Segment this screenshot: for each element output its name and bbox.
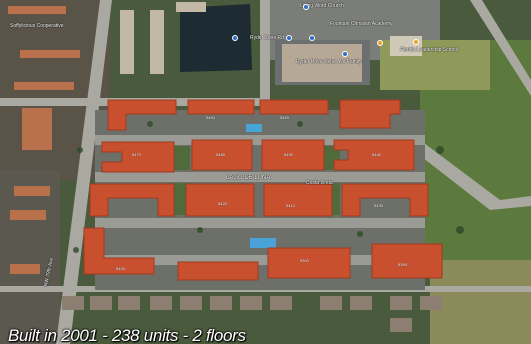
building-number: 5420 (218, 201, 227, 206)
building-number: 5400 (116, 266, 125, 271)
place-label: Living Word Church (300, 3, 344, 9)
building-number: 5450 (280, 115, 289, 120)
place-label: Ryder Zone Rd (250, 35, 284, 41)
building-number: 5390 (398, 262, 407, 267)
map-pin-icon[interactable] (377, 40, 383, 46)
place-label: Florida Leadership School (400, 47, 459, 53)
map-pin-icon[interactable] (342, 51, 348, 57)
place-label: Ryder Drive Oshe Ave Family (296, 59, 362, 65)
map-pin-icon[interactable] (303, 4, 309, 10)
building-number: 5430 (374, 203, 383, 208)
building-number: 5490 (284, 152, 293, 157)
place-label: Soffylicious Cooperative (10, 23, 64, 29)
map-pin-icon[interactable] (286, 35, 292, 41)
map-pin-icon[interactable] (413, 39, 419, 45)
building-number: 5410 (286, 203, 295, 208)
building-number: 5460 (206, 115, 215, 120)
building-number: 5480 (216, 152, 225, 157)
building-number: 5300 (300, 258, 309, 263)
map-pin-icon[interactable] (232, 35, 238, 41)
building-number: 5440 (372, 152, 381, 157)
area-label: LAGO DE LUNA (226, 175, 271, 181)
area-label: Costa Linda (306, 180, 333, 186)
map-pin-icon[interactable] (309, 35, 315, 41)
place-label: Fountain Christian Academy (330, 21, 393, 27)
map-caption: Built in 2001 - 238 units - 2 floors (8, 326, 246, 344)
building-number: 5470 (132, 152, 141, 157)
